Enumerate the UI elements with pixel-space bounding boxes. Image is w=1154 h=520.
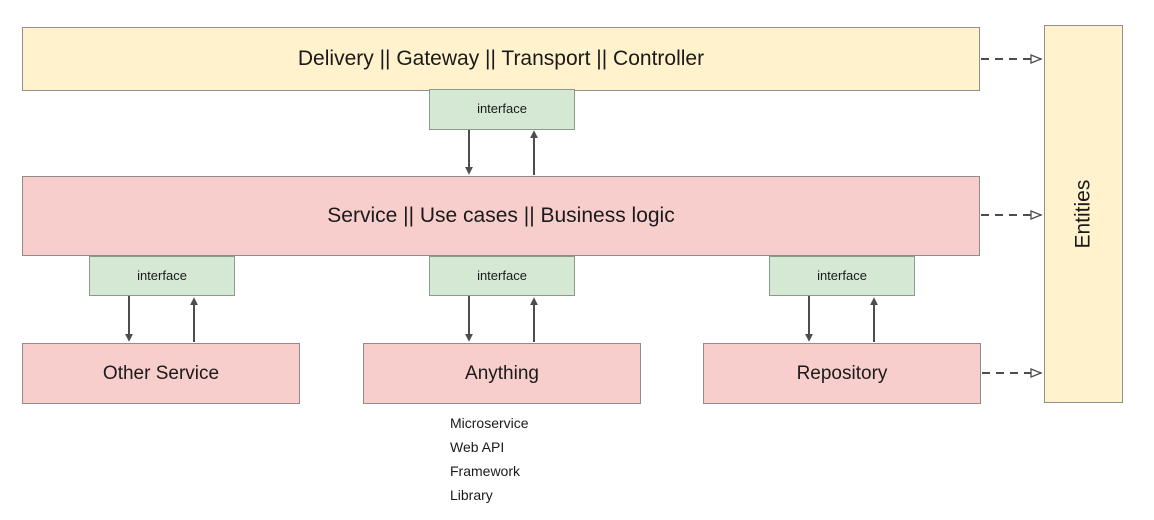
interface-label-left: interface <box>137 267 187 283</box>
interface-box-top[interactable]: interface <box>429 89 575 130</box>
entities-box[interactable]: Entities <box>1044 25 1123 403</box>
entities-label: Entities <box>1071 179 1095 249</box>
anything-box[interactable]: Anything <box>363 343 641 404</box>
interface-box-right[interactable]: interface <box>769 256 915 296</box>
anything-note-item: Framework <box>450 463 521 479</box>
delivery-layer-box[interactable]: Delivery || Gateway || Transport || Cont… <box>22 27 980 91</box>
delivery-layer-label: Delivery || Gateway || Transport || Cont… <box>297 46 705 70</box>
anything-notes-list: Microservice Web API Framework Library <box>450 411 529 507</box>
repository-label: Repository <box>796 362 888 384</box>
service-layer-label: Service || Use cases || Business logic <box>327 203 675 227</box>
interface-label-right: interface <box>817 267 867 283</box>
anything-label: Anything <box>465 362 539 384</box>
anything-note-item: Web API <box>450 439 505 455</box>
other-service-label: Other Service <box>102 362 220 384</box>
interface-label-top: interface <box>477 101 527 117</box>
interface-box-left[interactable]: interface <box>89 256 235 296</box>
interface-label-center: interface <box>477 267 527 283</box>
other-service-box[interactable]: Other Service <box>22 343 300 404</box>
repository-box[interactable]: Repository <box>703 343 981 404</box>
anything-note-item: Microservice <box>450 415 529 431</box>
interface-box-center[interactable]: interface <box>429 256 575 296</box>
anything-note-item: Library <box>450 487 493 503</box>
service-layer-box[interactable]: Service || Use cases || Business logic <box>22 176 980 256</box>
